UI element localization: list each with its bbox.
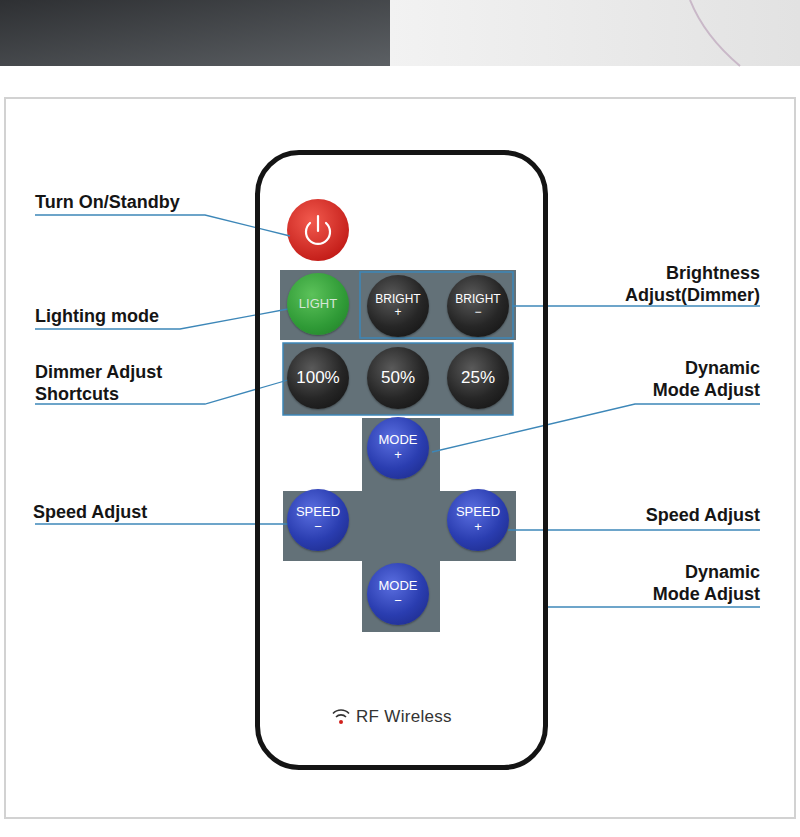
button-label: SPEED −	[295, 505, 342, 534]
callout-label: Turn On/Standby	[35, 191, 255, 213]
button-label: 25%	[455, 368, 502, 387]
leader-line	[512, 305, 760, 306]
button-label: LIGHT	[295, 297, 342, 312]
button-label: BRIGHT −	[455, 293, 502, 320]
button-label: MODE −	[375, 579, 422, 608]
remote-body: RF Wireless LIGHT BRIGHT + BRIGHT − 100% 50% 2…	[255, 150, 548, 770]
leader-line	[548, 606, 760, 607]
remote-button: BRIGHT +	[367, 275, 429, 337]
power-button	[287, 199, 349, 261]
button-panel	[280, 270, 516, 340]
wire	[690, 0, 740, 66]
frame	[5, 98, 795, 818]
leader-line	[35, 523, 290, 524]
button-label: MODE +	[375, 433, 422, 462]
group-outline	[360, 272, 513, 338]
power-symbol	[317, 216, 319, 231]
wireless-icon	[333, 710, 349, 713]
button-label: 100%	[295, 368, 342, 387]
remote-button: 50%	[367, 347, 429, 409]
remote-button: MODE +	[367, 417, 429, 479]
remote-button: SPEED −	[287, 489, 349, 551]
remote-button: SPEED +	[447, 489, 509, 551]
wireless-icon	[336, 715, 346, 717]
callout-label: Lighting mode	[35, 305, 235, 327]
leader-line	[35, 215, 290, 236]
wireless-icon	[339, 720, 343, 724]
photo-strip	[390, 0, 800, 66]
callout-label: Dynamic Mode Adjust	[645, 357, 760, 401]
remote-button: LIGHT	[287, 273, 349, 335]
button-label: SPEED +	[455, 505, 502, 534]
button-label: BRIGHT +	[375, 293, 422, 320]
photo-strip	[0, 0, 390, 66]
button-panel	[283, 343, 513, 415]
remote-caption: RF Wireless	[356, 707, 452, 727]
remote-button: BRIGHT −	[447, 275, 509, 337]
remote-button: MODE −	[367, 563, 429, 625]
callout-label: Speed Adjust	[600, 504, 760, 526]
remote-button: 25%	[447, 347, 509, 409]
leader-line	[432, 404, 760, 452]
callout-label: Dimmer Adjust Shortcuts	[35, 361, 205, 405]
remote-button: 100%	[287, 347, 349, 409]
callout-label: Brightness Adjust(Dimmer)	[620, 262, 760, 306]
callout-label: Speed Adjust	[33, 501, 233, 523]
button-label: 50%	[375, 368, 422, 387]
callout-label: Dynamic Mode Adjust	[645, 561, 760, 605]
